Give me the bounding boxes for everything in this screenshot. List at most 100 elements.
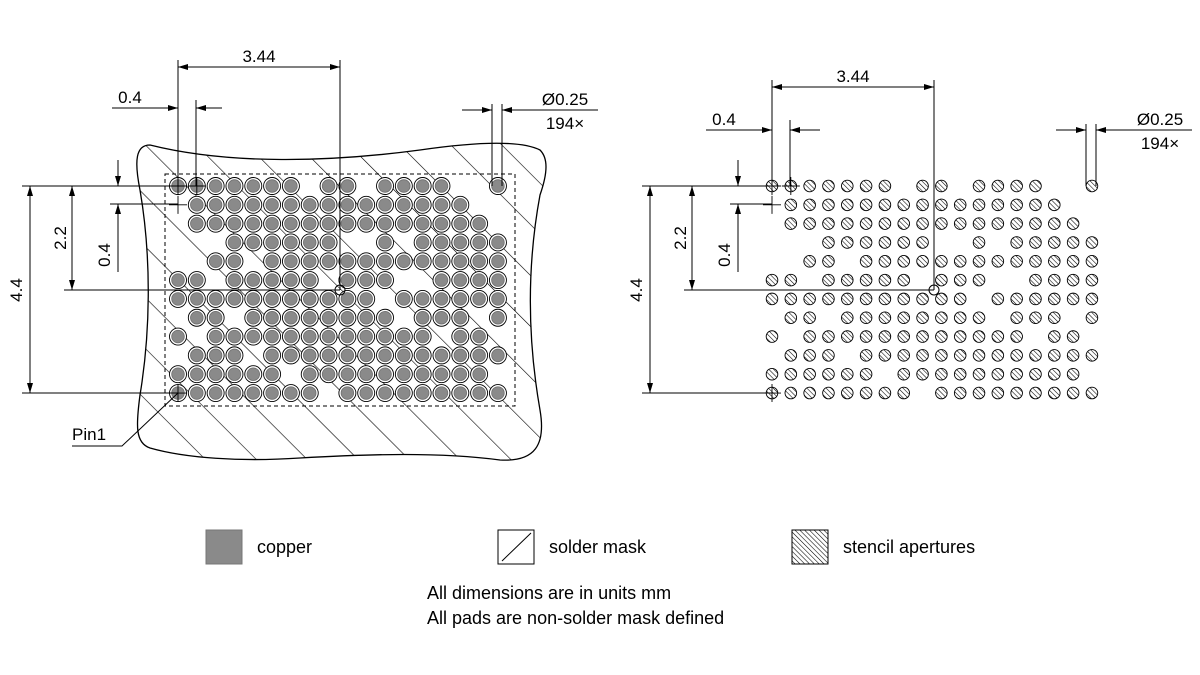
copper-pad: [246, 386, 260, 400]
stencil-aperture: [953, 198, 967, 212]
copper-pad: [246, 216, 260, 231]
arrow-head: [689, 186, 695, 196]
stencil-aperture: [991, 179, 1005, 193]
copper-pad: [190, 292, 204, 306]
stencil-aperture: [878, 311, 892, 324]
stencil-aperture: [897, 255, 910, 268]
legend-copper-label: copper: [257, 537, 312, 557]
stencil-aperture: [859, 179, 873, 193]
copper-pad: [265, 367, 279, 381]
stencil-aperture: [803, 311, 816, 324]
copper-pad: [208, 254, 223, 268]
stencil-aperture: [803, 198, 816, 212]
copper-pad: [415, 235, 430, 250]
copper-pad: [415, 179, 430, 193]
stencil-aperture: [1066, 292, 1080, 306]
copper-pad: [359, 273, 373, 287]
stencil-swatch: [791, 529, 829, 565]
copper-pad: [491, 254, 505, 268]
stencil-aperture: [859, 292, 873, 306]
stencil-aperture-array: [763, 177, 1099, 403]
stencil-aperture: [1029, 292, 1042, 306]
arrow-head: [1096, 127, 1106, 133]
stencil-aperture: [841, 198, 854, 212]
stencil-aperture: [1010, 179, 1023, 193]
copper-pad: [227, 292, 242, 306]
stencil-aperture: [878, 217, 892, 230]
copper-pad: [190, 348, 204, 363]
stencil-aperture: [991, 198, 1005, 212]
stencil-aperture: [1048, 198, 1061, 212]
stencil-aperture: [972, 273, 986, 287]
legend: copper solder mask stencil apertures: [205, 529, 975, 565]
stencil-aperture: [1029, 236, 1042, 249]
copper-pad: [284, 179, 298, 193]
copper-pad: [265, 311, 279, 325]
arrow-head: [27, 383, 33, 393]
count-label: 194×: [546, 114, 584, 133]
copper-pad: [453, 216, 468, 231]
pitch-label: 3.44: [836, 67, 869, 86]
copper-pad: [171, 292, 185, 306]
stencil-aperture: [1029, 255, 1042, 268]
half-height-label: 2.2: [671, 226, 690, 250]
copper-pad: [378, 216, 392, 231]
copper-pad: [284, 235, 298, 250]
arrow-head: [735, 176, 741, 186]
stencil-aperture: [1085, 273, 1099, 287]
stencil-aperture: [953, 330, 967, 343]
copper-pad: [321, 235, 336, 250]
stencil-aperture: [991, 330, 1005, 343]
stencil-aperture: [765, 330, 779, 343]
stencil-aperture: [784, 217, 798, 230]
stencil-aperture: [841, 236, 854, 249]
stencil-aperture: [972, 367, 986, 381]
copper-pad: [340, 216, 355, 231]
stencil-aperture: [1029, 311, 1042, 324]
copper-pad: [321, 179, 336, 193]
copper-pad: [340, 348, 355, 363]
stencil-aperture: [822, 198, 835, 212]
stencil-aperture: [991, 386, 1005, 400]
stencil-aperture: [1085, 292, 1099, 306]
copper-pad: [190, 367, 204, 381]
stencil-aperture: [1010, 292, 1023, 306]
copper-pad: [491, 292, 505, 306]
stencil-aperture: [1048, 349, 1061, 362]
copper-pad: [227, 273, 242, 287]
stencil-aperture: [935, 386, 948, 400]
stencil-aperture: [1066, 386, 1080, 400]
stencil-aperture: [803, 292, 816, 306]
arrow-head: [482, 107, 492, 113]
stencil-aperture: [916, 236, 929, 249]
copper-pad: [321, 367, 336, 381]
stencil-aperture: [803, 217, 816, 230]
copper-pad: [208, 198, 223, 212]
copper-pad: [265, 179, 279, 193]
stencil-aperture: [803, 349, 816, 362]
stencil-aperture: [1010, 311, 1023, 324]
arrow-head: [735, 204, 741, 214]
copper-pad: [208, 216, 223, 231]
copper-pad: [359, 367, 373, 381]
copper-pad: [434, 367, 449, 381]
stencil-aperture: [878, 330, 892, 343]
copper-pad: [246, 235, 260, 250]
stencil-aperture: [935, 367, 948, 381]
arrow-head: [330, 64, 340, 70]
stencil-aperture: [1066, 255, 1080, 268]
copper-pad: [284, 348, 298, 363]
copper-pad: [434, 292, 449, 306]
copper-pad: [434, 235, 449, 250]
arrow-head: [762, 127, 772, 133]
stencil-aperture: [803, 367, 816, 381]
copper-pad: [321, 216, 336, 231]
copper-pad: [190, 273, 204, 287]
stencil-aperture: [953, 386, 967, 400]
height-label: 4.4: [7, 278, 26, 302]
arrow-head: [115, 176, 121, 186]
stencil-aperture: [1048, 273, 1061, 287]
stencil-aperture: [991, 255, 1005, 268]
copper-pad: [378, 386, 392, 400]
copper-pad: [321, 348, 336, 363]
